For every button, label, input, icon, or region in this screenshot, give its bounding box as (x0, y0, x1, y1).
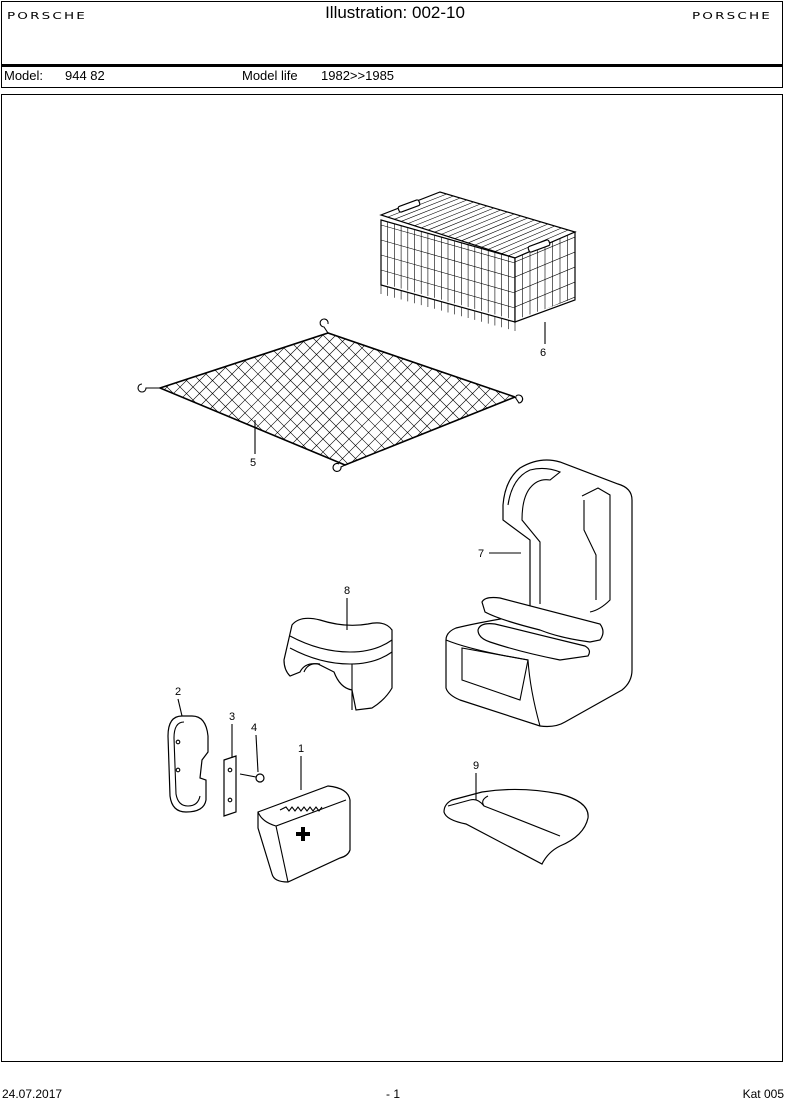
brand-logo-right: PORSCHE (691, 11, 772, 22)
wire-basket-icon (379, 191, 577, 331)
model-label: Model: (4, 68, 44, 83)
illustration-frame (1, 94, 783, 1062)
part-number-label: 6 (540, 347, 546, 359)
model-value: 944 82 (65, 68, 105, 83)
catalog-code: Kat 005 (742, 1087, 784, 1101)
child-seat-icon (445, 459, 633, 728)
model-bar: Model: 944 82 Model life 1982>>1985 (1, 67, 783, 88)
part-number-label: 4 (251, 722, 257, 734)
part-number-label: 5 (250, 457, 256, 469)
part-number-label: 3 (229, 711, 235, 723)
holder-strap-icon (167, 715, 209, 813)
page-title: Illustration: 002-10 (325, 3, 465, 22)
brand-logo-left: PORSCHE (7, 11, 87, 22)
model-life-value: 1982>>1985 (321, 68, 395, 83)
part-number-label: 1 (298, 743, 304, 755)
leader-line-4 (255, 734, 259, 773)
header-box: PORSCHE Illustration: 002-10 PORSCHE (1, 1, 783, 67)
screw-icon (239, 773, 265, 783)
part-number-label: 7 (478, 548, 484, 560)
part-number-label: 9 (473, 760, 479, 772)
leader-line-2 (177, 698, 183, 717)
part-number-label: 8 (344, 585, 350, 597)
bracket-plate-icon (223, 755, 237, 817)
booster-seat-icon (283, 617, 393, 711)
part-number-label: 2 (175, 686, 181, 698)
print-date: 24.07.2017 (2, 1087, 63, 1101)
first-aid-kit-icon (257, 785, 351, 883)
luggage-net-icon (137, 318, 524, 473)
page-number: - 1 (385, 1087, 400, 1101)
seat-cushion-icon (443, 788, 589, 865)
model-life-label: Model life (242, 68, 298, 83)
